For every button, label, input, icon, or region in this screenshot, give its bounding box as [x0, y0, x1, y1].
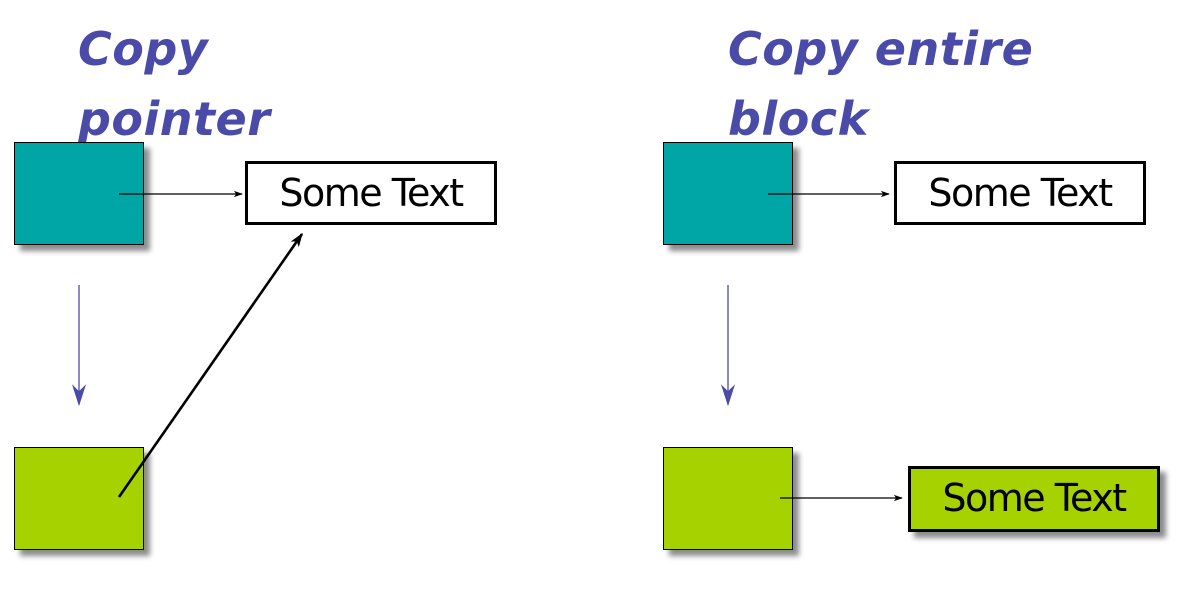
copy-pointer-heading-line1: Copy [78, 22, 209, 76]
left-copied-pointer-arrow [117, 232, 304, 498]
right-copied-text-block: Some Text [908, 466, 1160, 532]
copy-pointer-heading-line2: pointer [78, 92, 271, 146]
copy-pointer-heading: Copy pointer [78, 14, 270, 154]
left-source-pointer-box [14, 142, 144, 245]
right-source-pointer-box [663, 142, 793, 245]
copy-entire-block-heading-line2: block [728, 92, 869, 146]
left-shared-text-block: Some Text [245, 161, 497, 225]
copy-entire-block-heading-line1: Copy entire [728, 22, 1034, 76]
copy-entire-block-heading: Copy entire block [728, 14, 1033, 154]
right-copied-pointer-box [663, 447, 793, 550]
left-copied-pointer-box [14, 447, 144, 550]
right-original-text-block: Some Text [894, 161, 1146, 225]
